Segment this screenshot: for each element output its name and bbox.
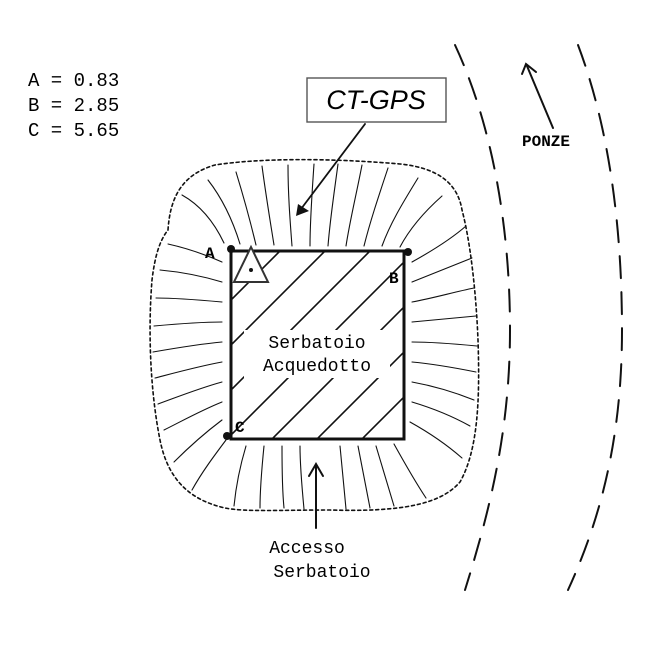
water-tank: Serbatoio Acquedotto	[229, 249, 406, 441]
tank-hatching	[231, 251, 404, 439]
ct-gps-callout: CT-GPS	[296, 77, 447, 216]
road-direction-arrow	[521, 62, 554, 129]
legend-a: A = 0.83	[28, 70, 119, 92]
point-c-marker	[223, 432, 231, 440]
road-outer-edge	[567, 44, 624, 591]
point-b-marker	[404, 248, 412, 256]
road-ponze: PONZE	[454, 44, 624, 591]
access-label-line2: Serbatoio	[273, 563, 370, 583]
height-legend: A = 0.83 B = 2.85 C = 5.65	[28, 70, 119, 142]
point-c-label: C	[235, 419, 245, 437]
tank-label-line2: Acquedotto	[263, 357, 371, 377]
point-a-marker	[227, 245, 235, 253]
point-b-label: B	[389, 270, 399, 288]
slope-hachures	[152, 163, 478, 510]
tank-outline	[229, 249, 406, 441]
access-arrow	[308, 462, 324, 529]
legend-b: B = 2.85	[28, 95, 119, 117]
gps-station-icon	[232, 244, 270, 283]
ct-gps-label: CT-GPS	[326, 85, 426, 115]
survey-points: A B C	[205, 245, 412, 440]
tank-label-line1: Serbatoio	[268, 334, 365, 354]
road-label: PONZE	[522, 133, 570, 151]
ct-gps-box	[306, 77, 447, 123]
access-label-line1: Accesso	[269, 539, 345, 559]
ct-gps-arrowhead	[296, 204, 309, 216]
point-a-label: A	[205, 245, 215, 263]
legend-c: C = 5.65	[28, 120, 119, 142]
road-inner-edge	[454, 44, 512, 591]
ct-gps-leader	[300, 123, 366, 210]
tank-label-background	[244, 330, 390, 378]
